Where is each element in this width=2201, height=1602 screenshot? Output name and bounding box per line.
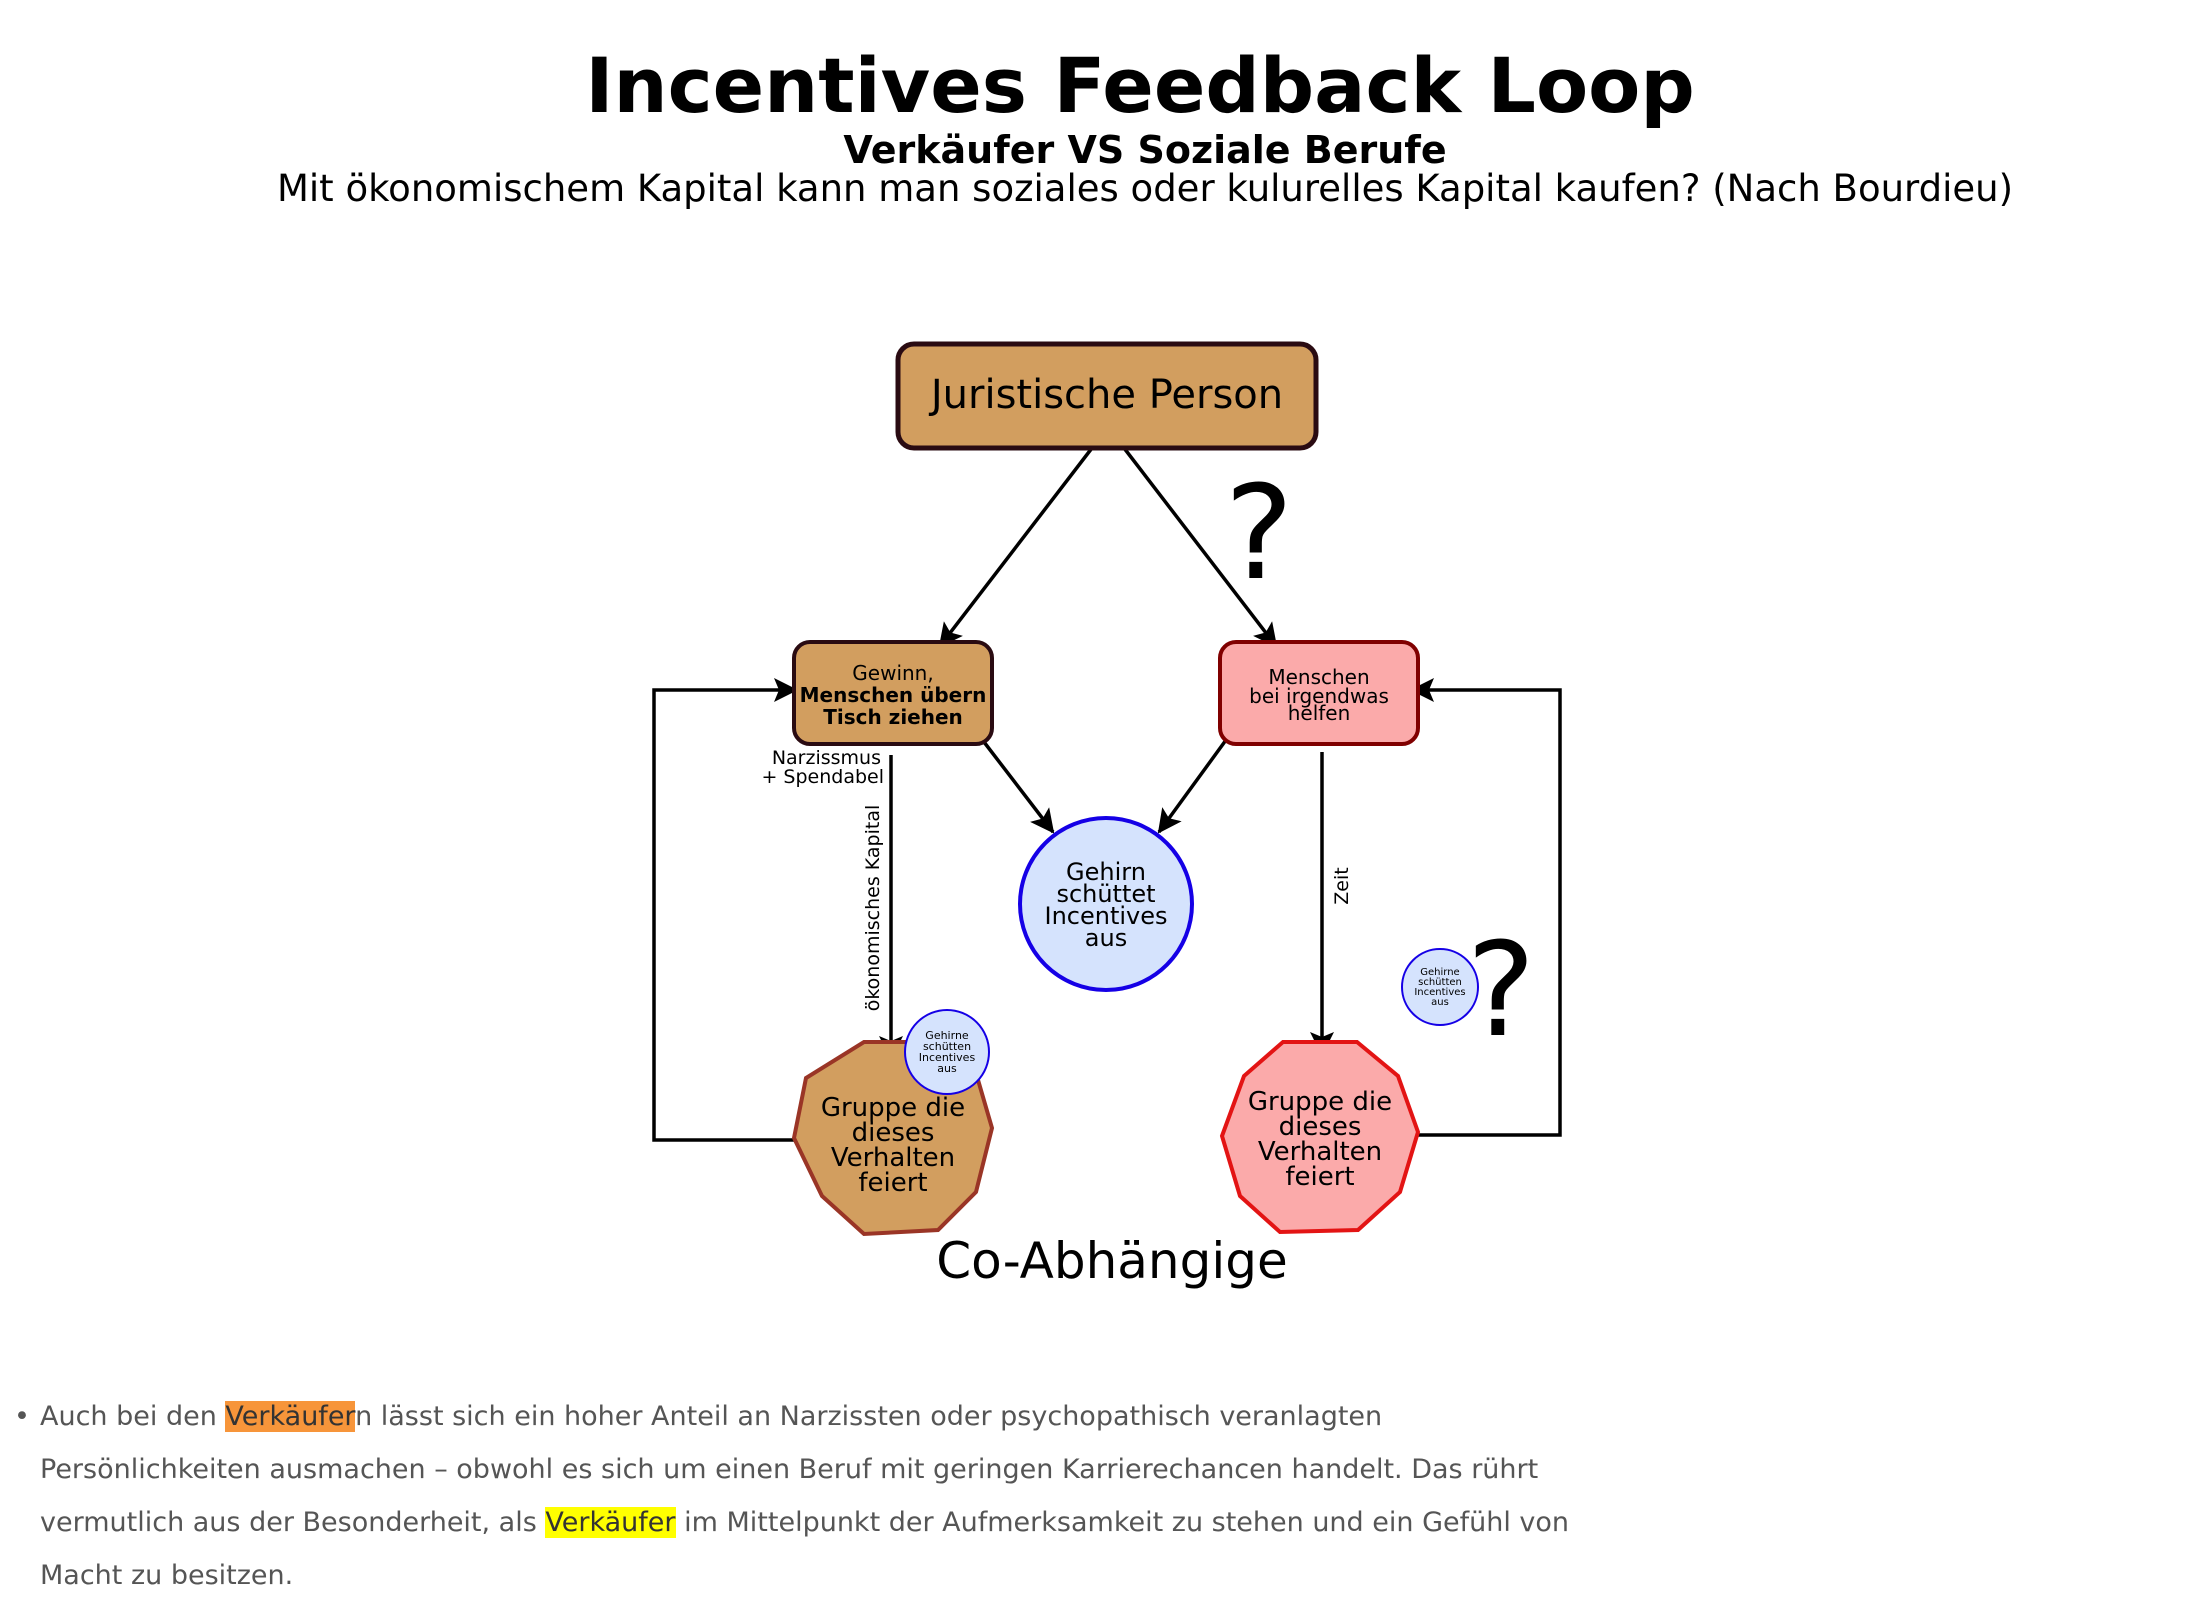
question-mark-right: ? [1467, 914, 1536, 1066]
node-gruppe-right-line4: feiert [1285, 1162, 1354, 1192]
label-co-abhaengige: Co-Abhängige [936, 1232, 1287, 1290]
small-gehirne-left-line1: Gehirne [925, 1029, 969, 1042]
small-gehirne-left-line2: schütten [923, 1040, 971, 1053]
node-juristische-person [895, 341, 1319, 451]
left-feedback-loop-arrow [652, 678, 800, 1142]
node-gruppe-left-line2: dieses [852, 1118, 935, 1148]
node-gruppe-right-line3: Verhalten [1258, 1137, 1382, 1167]
note-highlight-verkaeufer-yellow: Verkäufer [545, 1507, 676, 1538]
node-gewinn-line1: Gewinn, [852, 661, 933, 685]
node-gruppe-left-line3: Verhalten [831, 1143, 955, 1173]
small-gehirne-circle-left [904, 1009, 990, 1095]
note-text-before: Auch bei den [40, 1401, 226, 1432]
arrow-left-to-center [982, 740, 1055, 834]
note-text-mid: n lässt sich ein hoher Anteil an Narziss… [40, 1401, 1539, 1538]
small-gehirne-right-line1: Gehirne [1420, 967, 1459, 978]
label-kapital: ökonomisches Kapital [862, 805, 884, 1012]
incentives-diagram: Incentives Feedback Loop Verkäufer VS So… [277, 41, 2013, 1290]
arrow-top-to-left [938, 446, 1094, 648]
label-narzissmus-1: Narzissmus [772, 747, 881, 769]
node-gruppe-left-line1: Gruppe die [821, 1093, 965, 1123]
node-gewinn-line2: Menschen übern [800, 683, 987, 707]
node-menschen-helfen-line2: bei irgendwas [1249, 684, 1389, 708]
node-gruppe-right-line2: dieses [1279, 1112, 1362, 1142]
bullet-dot: • [14, 1401, 30, 1432]
page-title: Incentives Feedback Loop [585, 41, 1695, 130]
note-highlight-verkaeufer-orange: Verkäufer [225, 1401, 356, 1432]
node-gehirn-line3: Incentives [1044, 902, 1167, 930]
small-gehirne-left-line3: Incentives [919, 1051, 976, 1064]
node-gehirn-line2: schüttet [1056, 880, 1155, 908]
label-narzissmus-2: + Spendabel [761, 766, 884, 788]
question-mark-top: ? [1225, 457, 1294, 609]
node-gehirn-line4: aus [1085, 924, 1127, 952]
arrow-top-to-right [1122, 446, 1278, 648]
small-gehirne-right-line3: Incentives [1414, 987, 1465, 998]
node-menschen-helfen-line1: Menschen [1268, 665, 1369, 689]
page-question: Mit ökonomischem Kapital kann man sozial… [277, 167, 2013, 210]
small-gehirne-circle-right [1401, 948, 1479, 1026]
page-subtitle: Verkäufer VS Soziale Berufe [843, 128, 1446, 172]
node-gewinn [792, 640, 994, 746]
node-menschen-helfen-line3: helfen [1288, 701, 1351, 725]
node-gruppe-left-line4: feiert [858, 1168, 927, 1198]
node-gehirn-circle [1018, 816, 1194, 992]
node-juristische-person-label: Juristische Person [928, 372, 1283, 418]
small-gehirne-right-line2: schütten [1418, 977, 1462, 988]
small-gehirne-right-line4: aus [1431, 997, 1449, 1008]
label-zeit: Zeit [1331, 867, 1353, 904]
right-feedback-loop-arrow [1410, 678, 1562, 1137]
node-gehirn-line1: Gehirn [1066, 858, 1146, 886]
node-gruppe-right [1219, 1040, 1421, 1235]
arrow-right-to-center [1157, 738, 1228, 834]
node-gruppe-right-line1: Gruppe die [1248, 1087, 1392, 1117]
node-gewinn-line3: Tisch ziehen [823, 705, 963, 729]
small-gehirne-left-line4: aus [937, 1062, 957, 1075]
node-menschen-helfen [1218, 640, 1420, 746]
bullet-note: • Auch bei den Verkäufern lässt sich ein… [14, 1390, 1600, 1602]
